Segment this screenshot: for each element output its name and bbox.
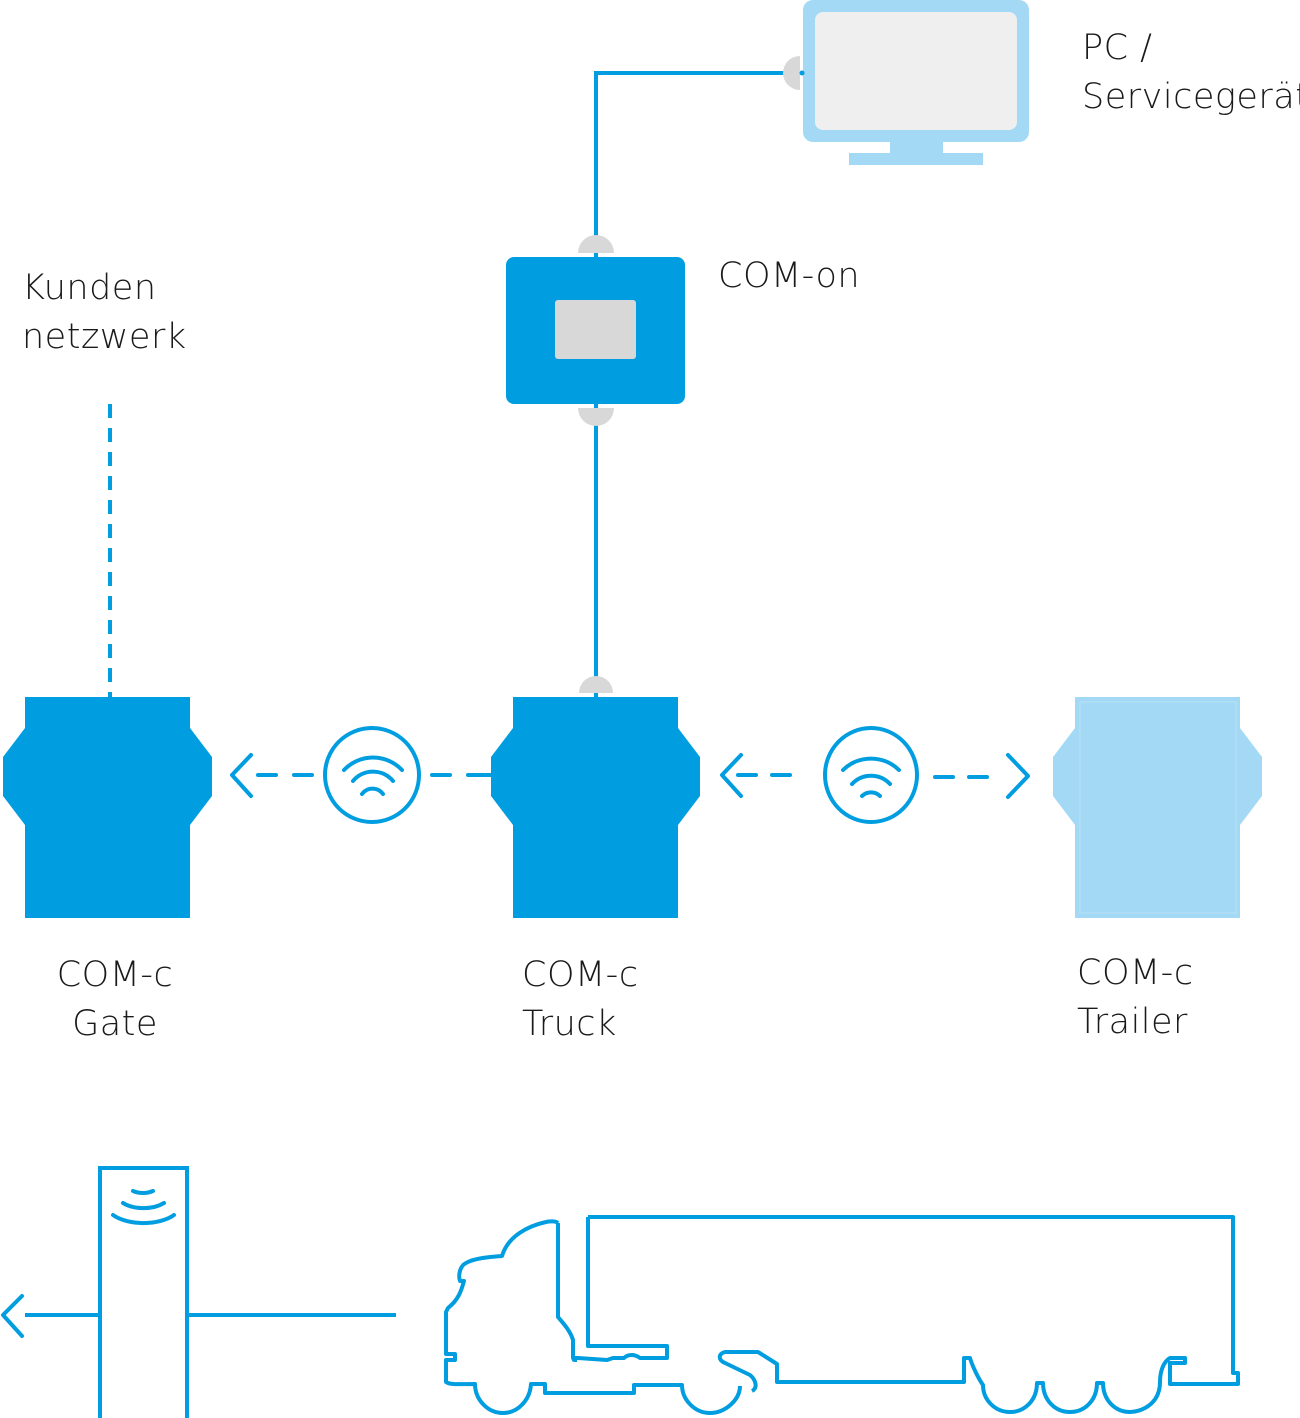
label-com-c-trailer-line1: COM-c bbox=[1077, 953, 1194, 993]
label-com-c-trailer: COM-c Trailer bbox=[1077, 949, 1194, 1047]
wireless-link-truck-trailer bbox=[720, 726, 1030, 824]
label-com-c-trailer-line2: Trailer bbox=[1077, 1002, 1188, 1042]
label-kundennetzwerk: Kunden netzwerk bbox=[22, 264, 187, 362]
label-com-c-gate-line2: Gate bbox=[72, 1004, 158, 1044]
label-kundennetzwerk-line2: netzwerk bbox=[22, 317, 187, 357]
connector-port-pc bbox=[783, 56, 800, 90]
com-c-truck-device[interactable] bbox=[491, 676, 700, 918]
com-c-trailer-device[interactable] bbox=[1053, 697, 1262, 918]
label-pc-line1: PC / bbox=[1082, 28, 1153, 68]
label-pc-servicegeraet: PC / Servicegerät bbox=[1082, 24, 1300, 122]
gate-antenna-icon bbox=[1, 1166, 396, 1418]
label-com-c-truck: COM-c Truck bbox=[522, 951, 639, 1049]
truck-trailer-icon bbox=[444, 1215, 1240, 1415]
connector-port-truck-top bbox=[579, 676, 613, 693]
com-on-device[interactable] bbox=[506, 235, 685, 426]
wifi-signal-icon bbox=[323, 726, 421, 824]
label-kundennetzwerk-line1: Kunden bbox=[22, 268, 157, 308]
com-c-gate-device[interactable] bbox=[3, 697, 212, 918]
com-on-display bbox=[555, 300, 636, 359]
label-com-c-gate-line1: COM-c bbox=[56, 955, 174, 995]
connector-port-com-on-top bbox=[578, 235, 614, 253]
label-com-on: COM-on bbox=[718, 252, 860, 301]
label-com-c-truck-line2: Truck bbox=[522, 1004, 617, 1044]
label-com-c-gate: COM-c Gate bbox=[51, 951, 179, 1049]
label-com-c-truck-line1: COM-c bbox=[522, 955, 639, 995]
label-pc-line2: Servicegerät bbox=[1082, 77, 1300, 117]
connector-port-com-on-bottom bbox=[578, 408, 614, 426]
monitor-icon bbox=[783, 0, 1029, 165]
label-com-on-line1: COM-on bbox=[718, 256, 861, 296]
wifi-signal-icon bbox=[823, 726, 919, 824]
wireless-link-truck-gate bbox=[230, 726, 494, 824]
wired-connection-pc-com-on bbox=[594, 71, 786, 262]
